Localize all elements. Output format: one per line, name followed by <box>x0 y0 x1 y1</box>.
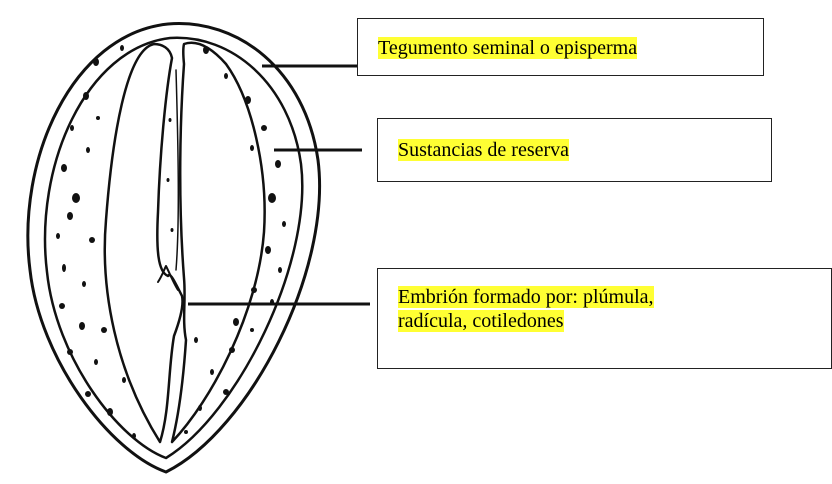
seed-coat-outer <box>26 22 321 474</box>
plumule <box>157 265 179 291</box>
embryo-axis <box>175 69 180 271</box>
cotyledon-left <box>103 42 184 444</box>
seed-coat-inner <box>43 36 304 460</box>
label-box-embrion: Embrión formado por: plúmula, radícula, … <box>377 268 832 369</box>
label-sustancias: Sustancias de reserva <box>398 139 570 161</box>
label-box-sustancias: Sustancias de reserva <box>377 118 772 182</box>
label-embrion-line2: radícula, cotiledones <box>398 310 564 332</box>
label-box-tegumento: Tegumento seminal o episperma <box>357 18 764 76</box>
label-tegumento: Tegumento seminal o episperma <box>378 37 638 59</box>
cotyledon-right <box>170 41 266 444</box>
label-embrion-line1: Embrión formado por: plúmula, <box>398 286 654 308</box>
reserve-dots <box>56 45 286 439</box>
